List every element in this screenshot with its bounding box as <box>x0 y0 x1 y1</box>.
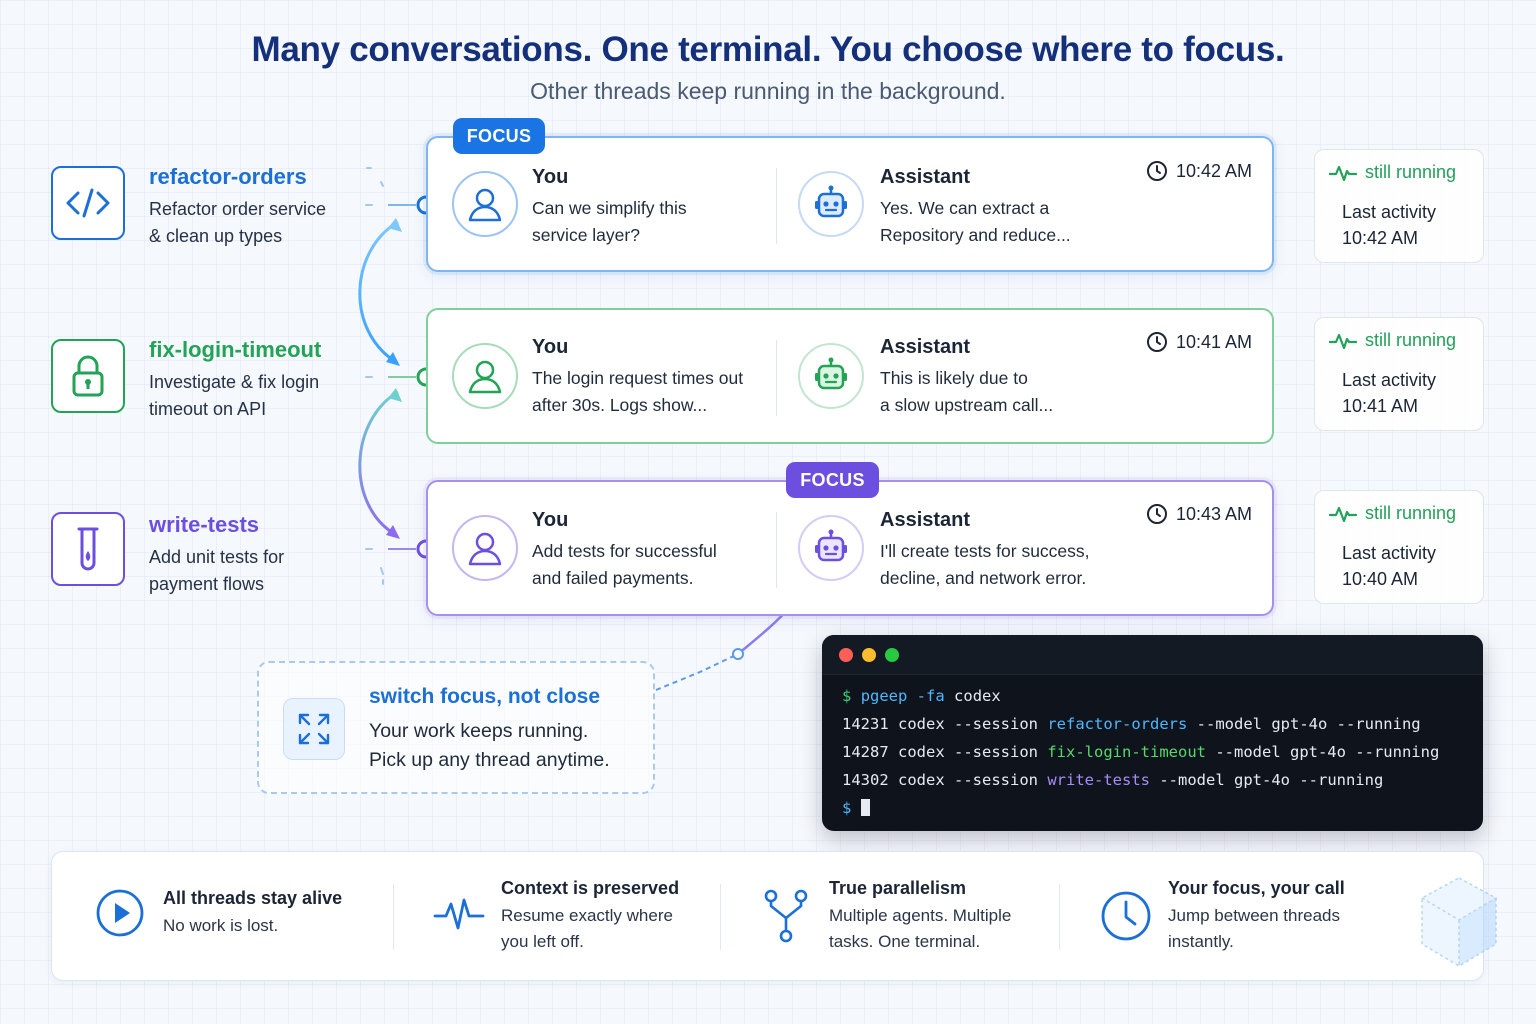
pulse-icon <box>1329 165 1357 181</box>
divider <box>393 884 394 950</box>
switch-title: switch focus, not close <box>369 685 601 708</box>
switch-line-1: Your work keeps running. <box>369 720 589 742</box>
terminal-window[interactable]: $ pgeep -fa codex 14231 codex --session … <box>822 635 1483 831</box>
divider <box>776 168 777 244</box>
test-tube-icon <box>51 512 125 586</box>
feature-item: All threads stay alive No work is lost. <box>163 888 343 935</box>
session-fix-login-timeout[interactable] <box>51 339 125 413</box>
session-write-tests[interactable] <box>51 512 125 586</box>
focus-badge: FOCUS <box>453 118 545 154</box>
expand-arrows-icon <box>283 698 345 760</box>
minimize-dot[interactable] <box>862 648 876 662</box>
timestamp: 10:43 AM <box>1146 503 1252 525</box>
terminal-prompt-line[interactable]: $ <box>842 799 870 817</box>
status-running: still running <box>1329 330 1456 351</box>
session-refactor-orders[interactable] <box>51 166 125 240</box>
robot-icon <box>798 343 864 409</box>
session-desc: Refactor order service& clean up types <box>149 199 327 246</box>
page-subtitle: Other threads keep running in the backgr… <box>530 78 1006 104</box>
status-box: still running Last activity 10:41 AM <box>1314 317 1484 431</box>
pulse-icon <box>1329 333 1357 349</box>
divider <box>776 340 777 416</box>
clock-icon <box>1147 332 1167 352</box>
features-bar: All threads stay alive No work is lost. … <box>51 851 1497 981</box>
session-name: fix-login-timeout <box>149 337 322 362</box>
lock-icon <box>51 339 125 413</box>
session-info-fix-login-timeout: fix-login-timeout Investigate & fix logi… <box>149 337 349 423</box>
terminal-titlebar <box>822 635 1483 675</box>
clock-icon <box>1147 504 1167 524</box>
session-info-refactor-orders: refactor-orders Refactor order service& … <box>149 164 349 250</box>
feature-item: True parallelism Multiple agents. Multip… <box>829 878 1012 951</box>
status-time: 10:40 AM <box>1342 569 1419 589</box>
focus-badge: FOCUS <box>786 462 879 498</box>
divider <box>776 512 777 588</box>
status-running: still running <box>1329 503 1456 524</box>
switch-focus-note: switch focus, not close Your work keeps … <box>257 661 655 794</box>
status-running: still running <box>1329 162 1456 183</box>
status-label: Last activity <box>1342 202 1437 222</box>
user-avatar-icon <box>452 515 518 581</box>
pulse-icon <box>1329 506 1357 522</box>
status-label: Last activity <box>1342 370 1437 390</box>
terminal-cursor <box>860 799 870 816</box>
session-name: refactor-orders <box>149 164 307 189</box>
play-icon <box>95 888 145 943</box>
divider <box>720 884 721 950</box>
terminal-command-line: $ pgeep -fa codex <box>842 687 1001 705</box>
session-name: write-tests <box>149 512 260 537</box>
feature-item: Context is preserved Resume exactly wher… <box>501 878 680 951</box>
timestamp: 10:41 AM <box>1146 331 1252 353</box>
code-icon <box>51 166 125 240</box>
status-box: still running Last activity 10:42 AM <box>1314 149 1484 263</box>
terminal-process-line: 14231 codex --session refactor-orders --… <box>842 715 1421 733</box>
status-time: 10:41 AM <box>1342 396 1419 416</box>
cube-icon <box>1418 874 1500 975</box>
switch-line-2: Pick up any thread anytime. <box>369 749 610 771</box>
user-avatar-icon <box>452 171 518 237</box>
maximize-dot[interactable] <box>885 648 899 662</box>
clock-icon <box>1100 890 1152 947</box>
close-dot[interactable] <box>839 648 853 662</box>
branch-icon <box>763 888 809 949</box>
clock-icon <box>1147 161 1167 181</box>
assistant-message: Assistant I'll create tests for success,… <box>880 509 1090 588</box>
page-title: Many conversations. One terminal. You ch… <box>251 30 1285 69</box>
robot-icon <box>798 171 864 237</box>
status-time: 10:42 AM <box>1342 228 1419 248</box>
feature-item: Your focus, your call Jump between threa… <box>1168 878 1345 951</box>
terminal-process-line: 14287 codex --session fix-login-timeout … <box>842 743 1440 761</box>
status-label: Last activity <box>1342 543 1437 563</box>
terminal-process-line: 14302 codex --session write-tests --mode… <box>842 771 1384 789</box>
divider <box>1059 884 1060 950</box>
timestamp: 10:42 AM <box>1146 160 1252 182</box>
status-box: still running Last activity 10:40 AM <box>1314 490 1484 604</box>
activity-icon <box>433 894 485 939</box>
robot-icon <box>798 515 864 581</box>
user-avatar-icon <box>452 343 518 409</box>
